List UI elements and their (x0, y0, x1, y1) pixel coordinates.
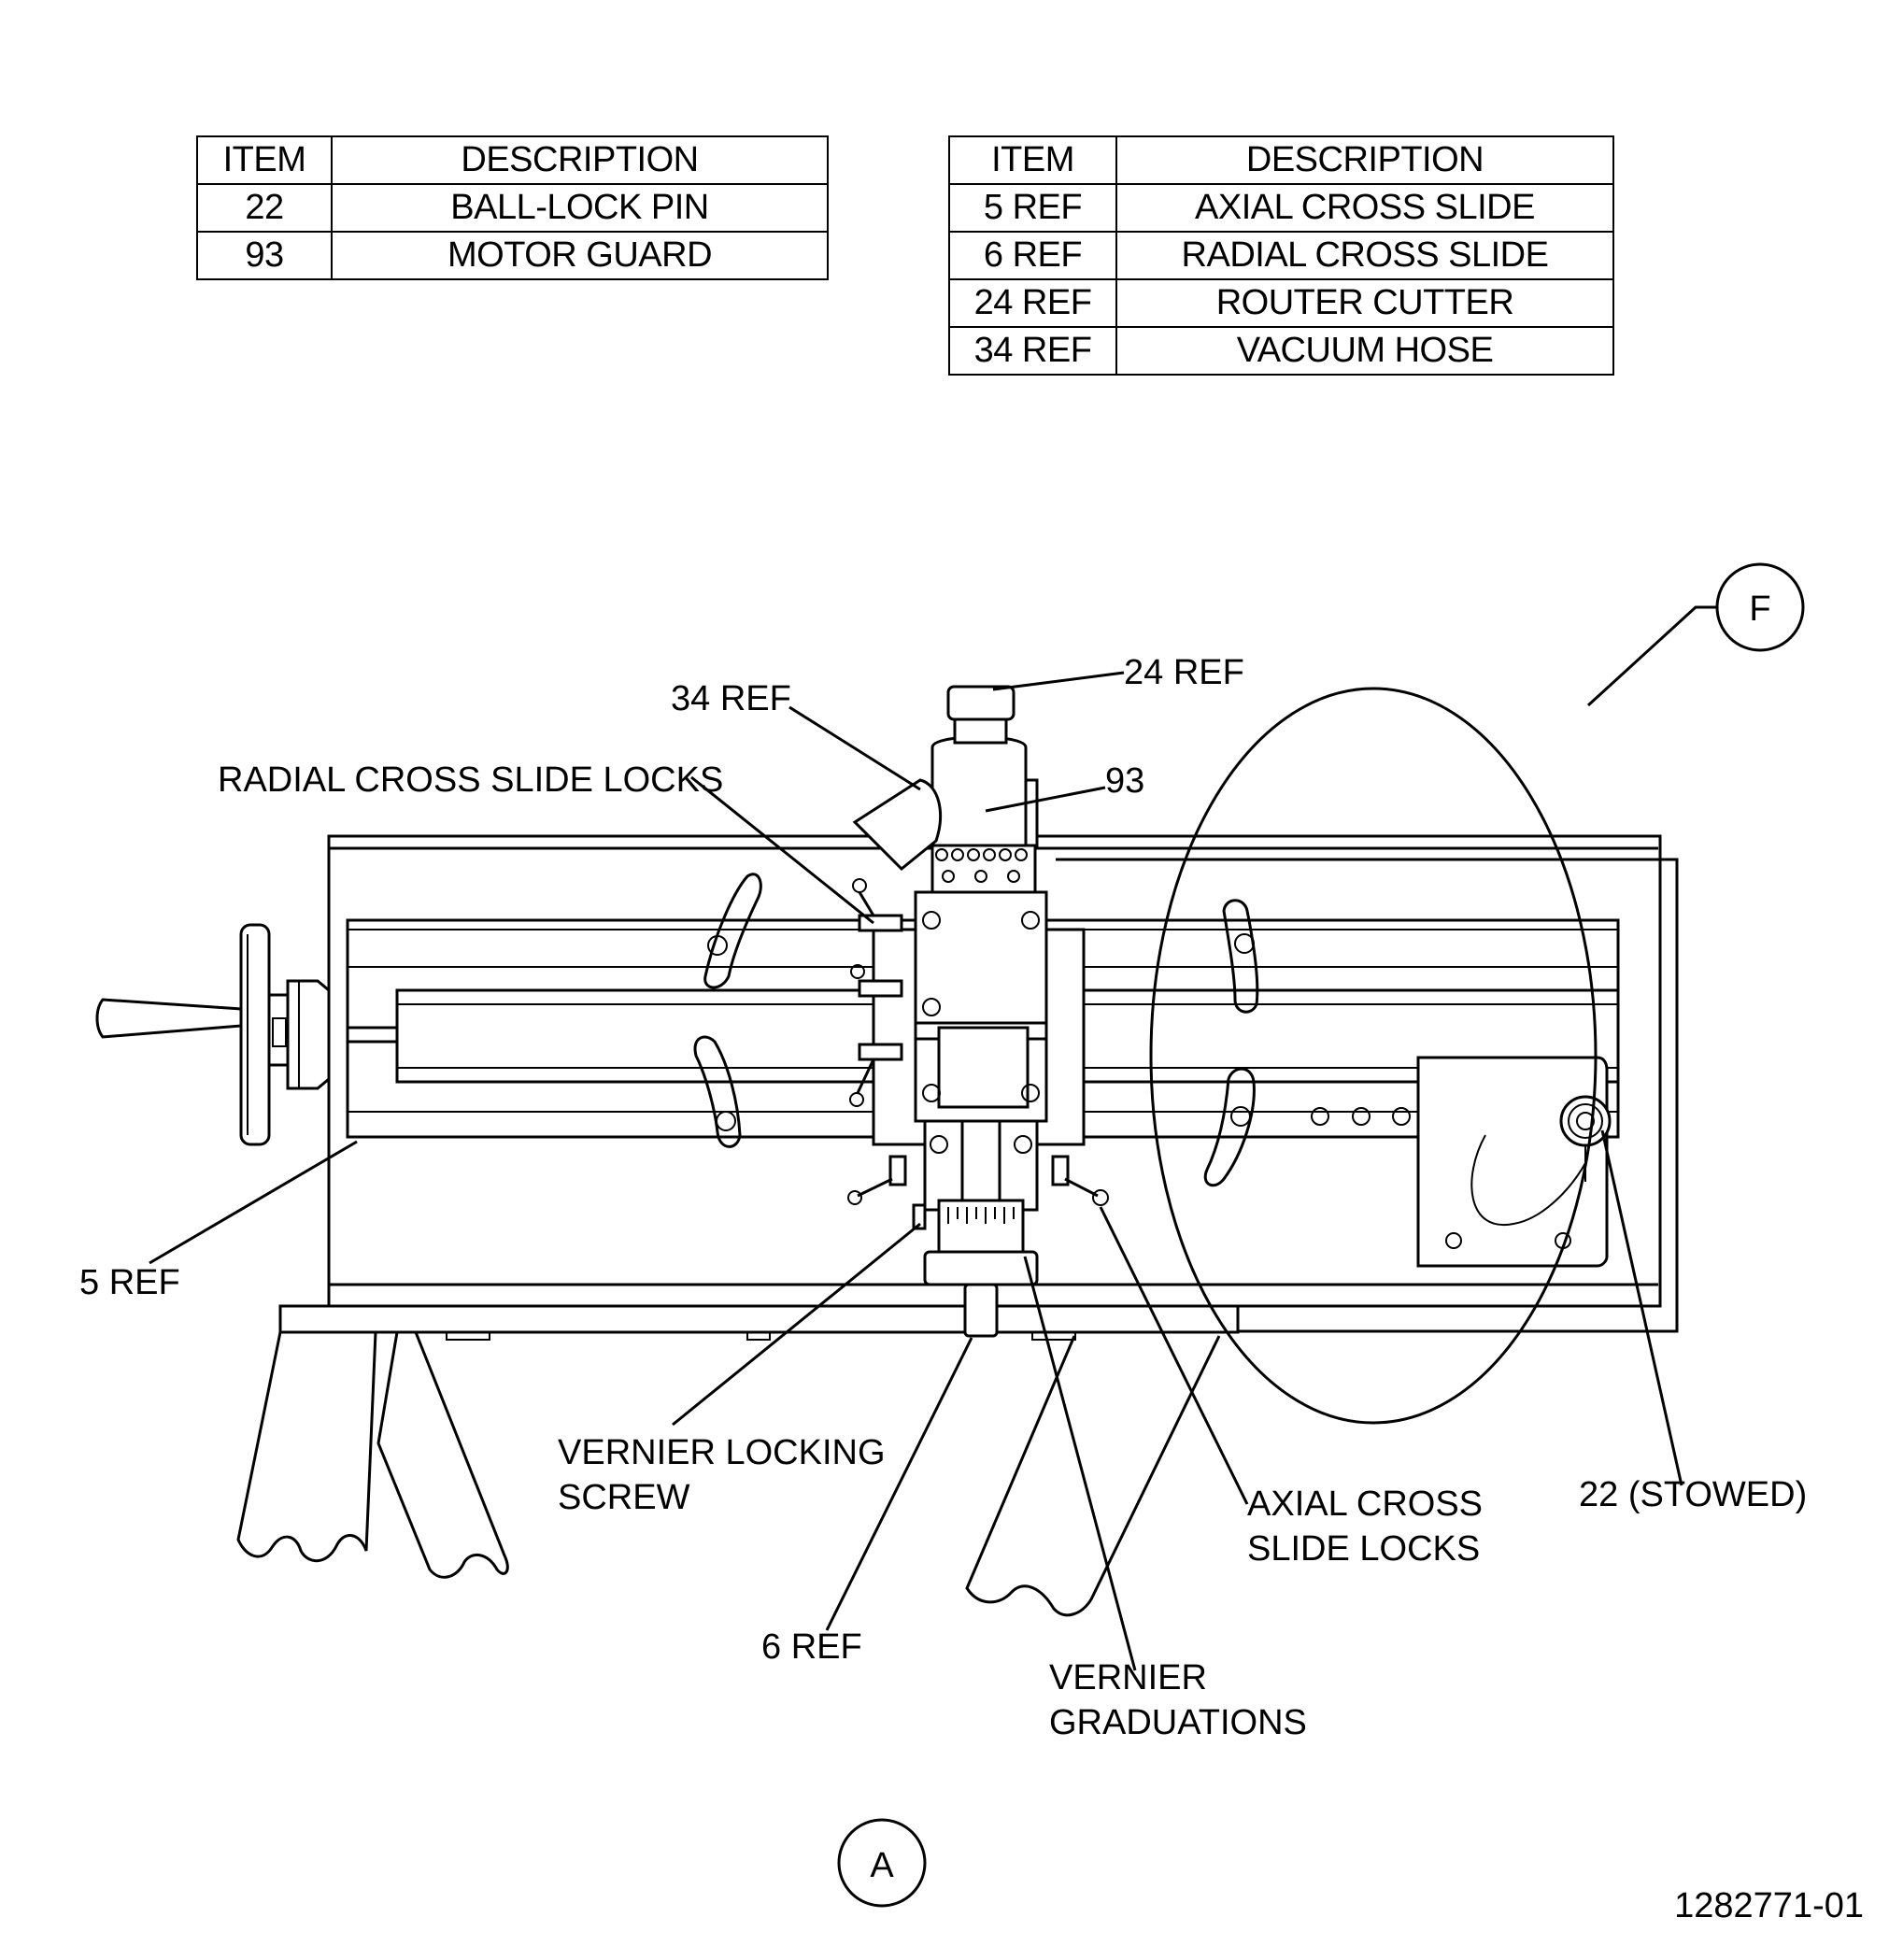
handwheel (95, 923, 331, 1146)
axial-slide-lock-handles (847, 1155, 1109, 1206)
table-header-row: ITEM DESCRIPTION (948, 135, 1614, 185)
item-cell: 5 REF (948, 183, 1117, 233)
table-row: 24 REF ROUTER CUTTER (948, 278, 1614, 328)
item-cell: 34 REF (948, 326, 1117, 376)
vernier-dial (947, 1207, 1015, 1224)
parts-table-left: ITEM DESCRIPTION 22 BALL-LOCK PIN 93 MOT… (196, 135, 829, 280)
parts-table-right: ITEM DESCRIPTION 5 REF AXIAL CROSS SLIDE… (948, 135, 1614, 376)
callout-vernier-locking-line1: VERNIER LOCKING (558, 1433, 886, 1472)
callout-vernier-locking-line2: SCREW (558, 1478, 690, 1517)
leader-lines (149, 671, 1683, 1671)
callout-vernier-graduations-line2: GRADUATIONS (1049, 1703, 1307, 1742)
table-row: 5 REF AXIAL CROSS SLIDE (948, 183, 1614, 233)
description-cell: AXIAL CROSS SLIDE (1115, 183, 1614, 233)
description-cell: ROUTER CUTTER (1115, 278, 1614, 328)
table-row: 93 MOTOR GUARD (196, 231, 829, 280)
drawing-number: 1282771-01 (1674, 1886, 1864, 1925)
callout-axial-cross-slide-locks-line2: SLIDE LOCKS (1247, 1529, 1480, 1569)
column-header-description: DESCRIPTION (331, 135, 829, 185)
detail-label: F (1749, 589, 1770, 629)
callout-93: 93 (1105, 761, 1144, 801)
callout-34-ref: 34 REF (671, 679, 791, 718)
table-header-row: ITEM DESCRIPTION (196, 135, 829, 185)
description-cell: BALL-LOCK PIN (331, 183, 829, 233)
vent-holes (935, 848, 1028, 883)
right-support-leg (965, 1335, 1221, 1617)
base-plate (278, 1304, 1240, 1341)
item-cell: 22 (196, 183, 333, 233)
left-support-legs (236, 1331, 509, 1579)
table-row: 34 REF VACUUM HOSE (948, 326, 1614, 376)
slotted-cutouts (693, 873, 1259, 1187)
column-header-item: ITEM (196, 135, 333, 185)
callout-labels: 24 REF 34 REF 93 RADIAL CROSS SLIDE LOCK… (79, 653, 1807, 1742)
item-cell: 93 (196, 231, 333, 280)
callout-6-ref: 6 REF (761, 1627, 862, 1667)
ball-lock-pin-stowed (1416, 1056, 1612, 1268)
item-cell: 6 REF (948, 231, 1117, 280)
description-cell: VACUUM HOSE (1115, 326, 1614, 376)
callout-22-stowed: 22 (STOWED) (1579, 1475, 1807, 1514)
table-row: 22 BALL-LOCK PIN (196, 183, 829, 233)
callout-24-ref: 24 REF (1124, 653, 1244, 692)
view-label: A (870, 1846, 894, 1885)
callout-5-ref: 5 REF (79, 1263, 180, 1302)
description-cell: RADIAL CROSS SLIDE (1115, 231, 1614, 280)
radial-slide-lock-handles (849, 878, 903, 1107)
view-label-a: A (837, 1818, 927, 1908)
callout-axial-cross-slide-locks-line1: AXIAL CROSS (1247, 1484, 1483, 1524)
column-header-item: ITEM (948, 135, 1117, 185)
item-cell: 24 REF (948, 278, 1117, 328)
router-head-assembly (852, 685, 1086, 1338)
callout-vernier-graduations-line1: VERNIER (1049, 1658, 1207, 1697)
column-header-description: DESCRIPTION (1115, 135, 1614, 185)
detail-circle-f: F (1149, 562, 1805, 1425)
description-cell: MOTOR GUARD (331, 231, 829, 280)
table-row: 6 REF RADIAL CROSS SLIDE (948, 231, 1614, 280)
callout-radial-cross-slide-locks: RADIAL CROSS SLIDE LOCKS (218, 760, 723, 800)
